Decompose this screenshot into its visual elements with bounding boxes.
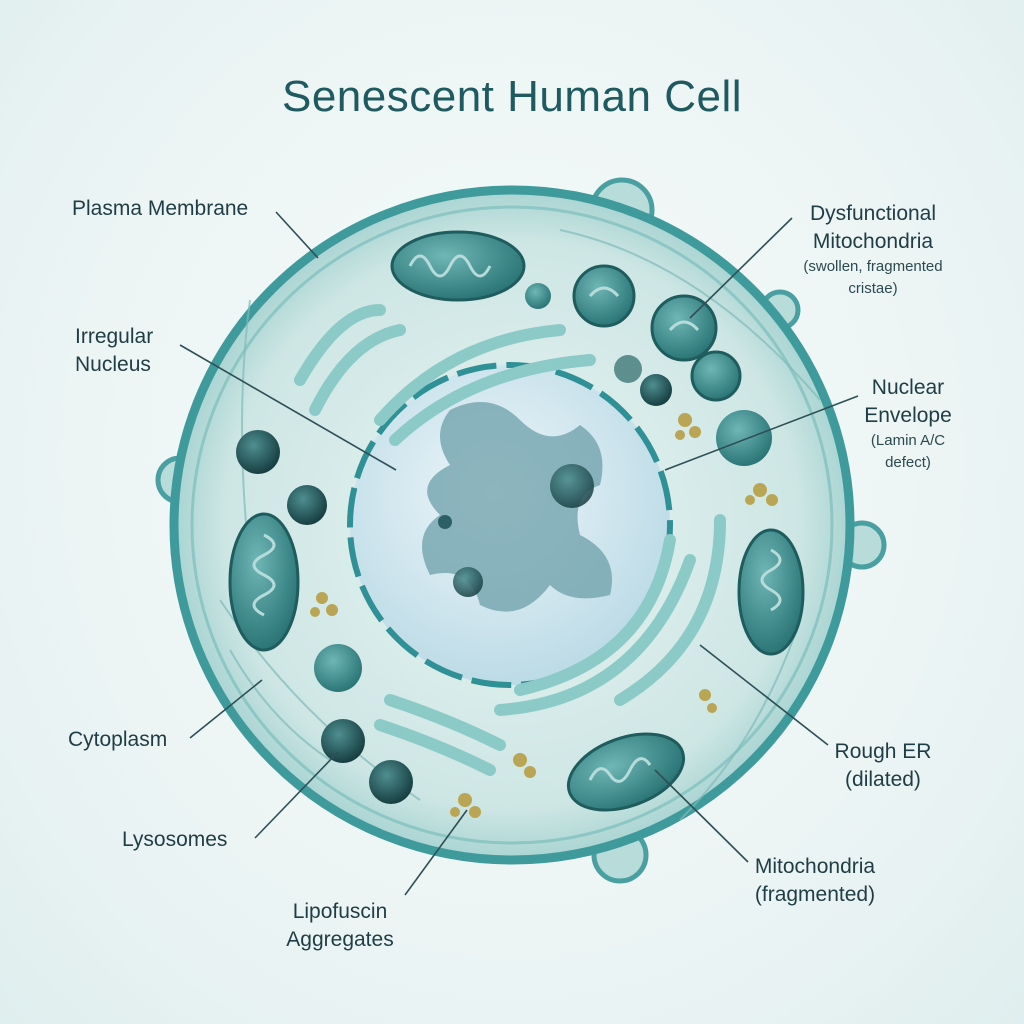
chromatin [422,402,612,612]
label-irregular-nucleus: Irregular Nucleus [75,323,153,379]
label-cytoplasm: Cytoplasm [68,728,168,751]
label-line: Irregular [75,325,154,348]
cristae [252,254,782,783]
label-line: Dysfunctional [809,202,937,225]
label-lysosomes: Lysosomes [122,828,228,851]
label-line: Mitochondria [812,230,934,253]
label-rough-er: Rough ER (dilated) [835,738,932,794]
label-line: Mitochondria [754,855,876,878]
lysosomes [236,283,772,804]
label-line: (fragmented) [754,883,876,906]
label-note: (swollen, fragmented [803,258,943,275]
label-nuclear-envelope: Nuclear Envelope (Lamin A/C defect) [864,374,952,474]
label-note: (Lamin A/C [870,432,946,449]
rough-er [294,304,726,776]
lipofuscin-aggregates [310,413,778,818]
nucleolus [453,567,483,597]
label-line: Nucleus [75,353,151,376]
leader-lines [179,211,859,896]
label-mitochondria-fragmented: Mitochondria (fragmented) [755,853,875,909]
nucleus [347,362,673,688]
label-dysfunctional-mitochondria: Dysfunctional Mitochondria (swollen, fra… [803,200,942,300]
label-note: cristae) [848,280,898,297]
label-line: Rough ER [834,740,932,763]
label-line: Lipofuscin [292,900,388,923]
label-line: Nuclear [871,376,945,399]
label-note: defect) [885,454,931,471]
label-line: Envelope [864,404,952,427]
label-lipofuscin-aggregates: Lipofuscin Aggregates [286,898,393,954]
label-line: Aggregates [286,928,394,951]
label-line: (dilated) [845,768,921,791]
diagram-title: Senescent Human Cell [281,72,742,121]
mitochondria [228,230,805,812]
label-plasma-membrane: Plasma Membrane [72,197,249,220]
nucleolus [550,464,594,508]
